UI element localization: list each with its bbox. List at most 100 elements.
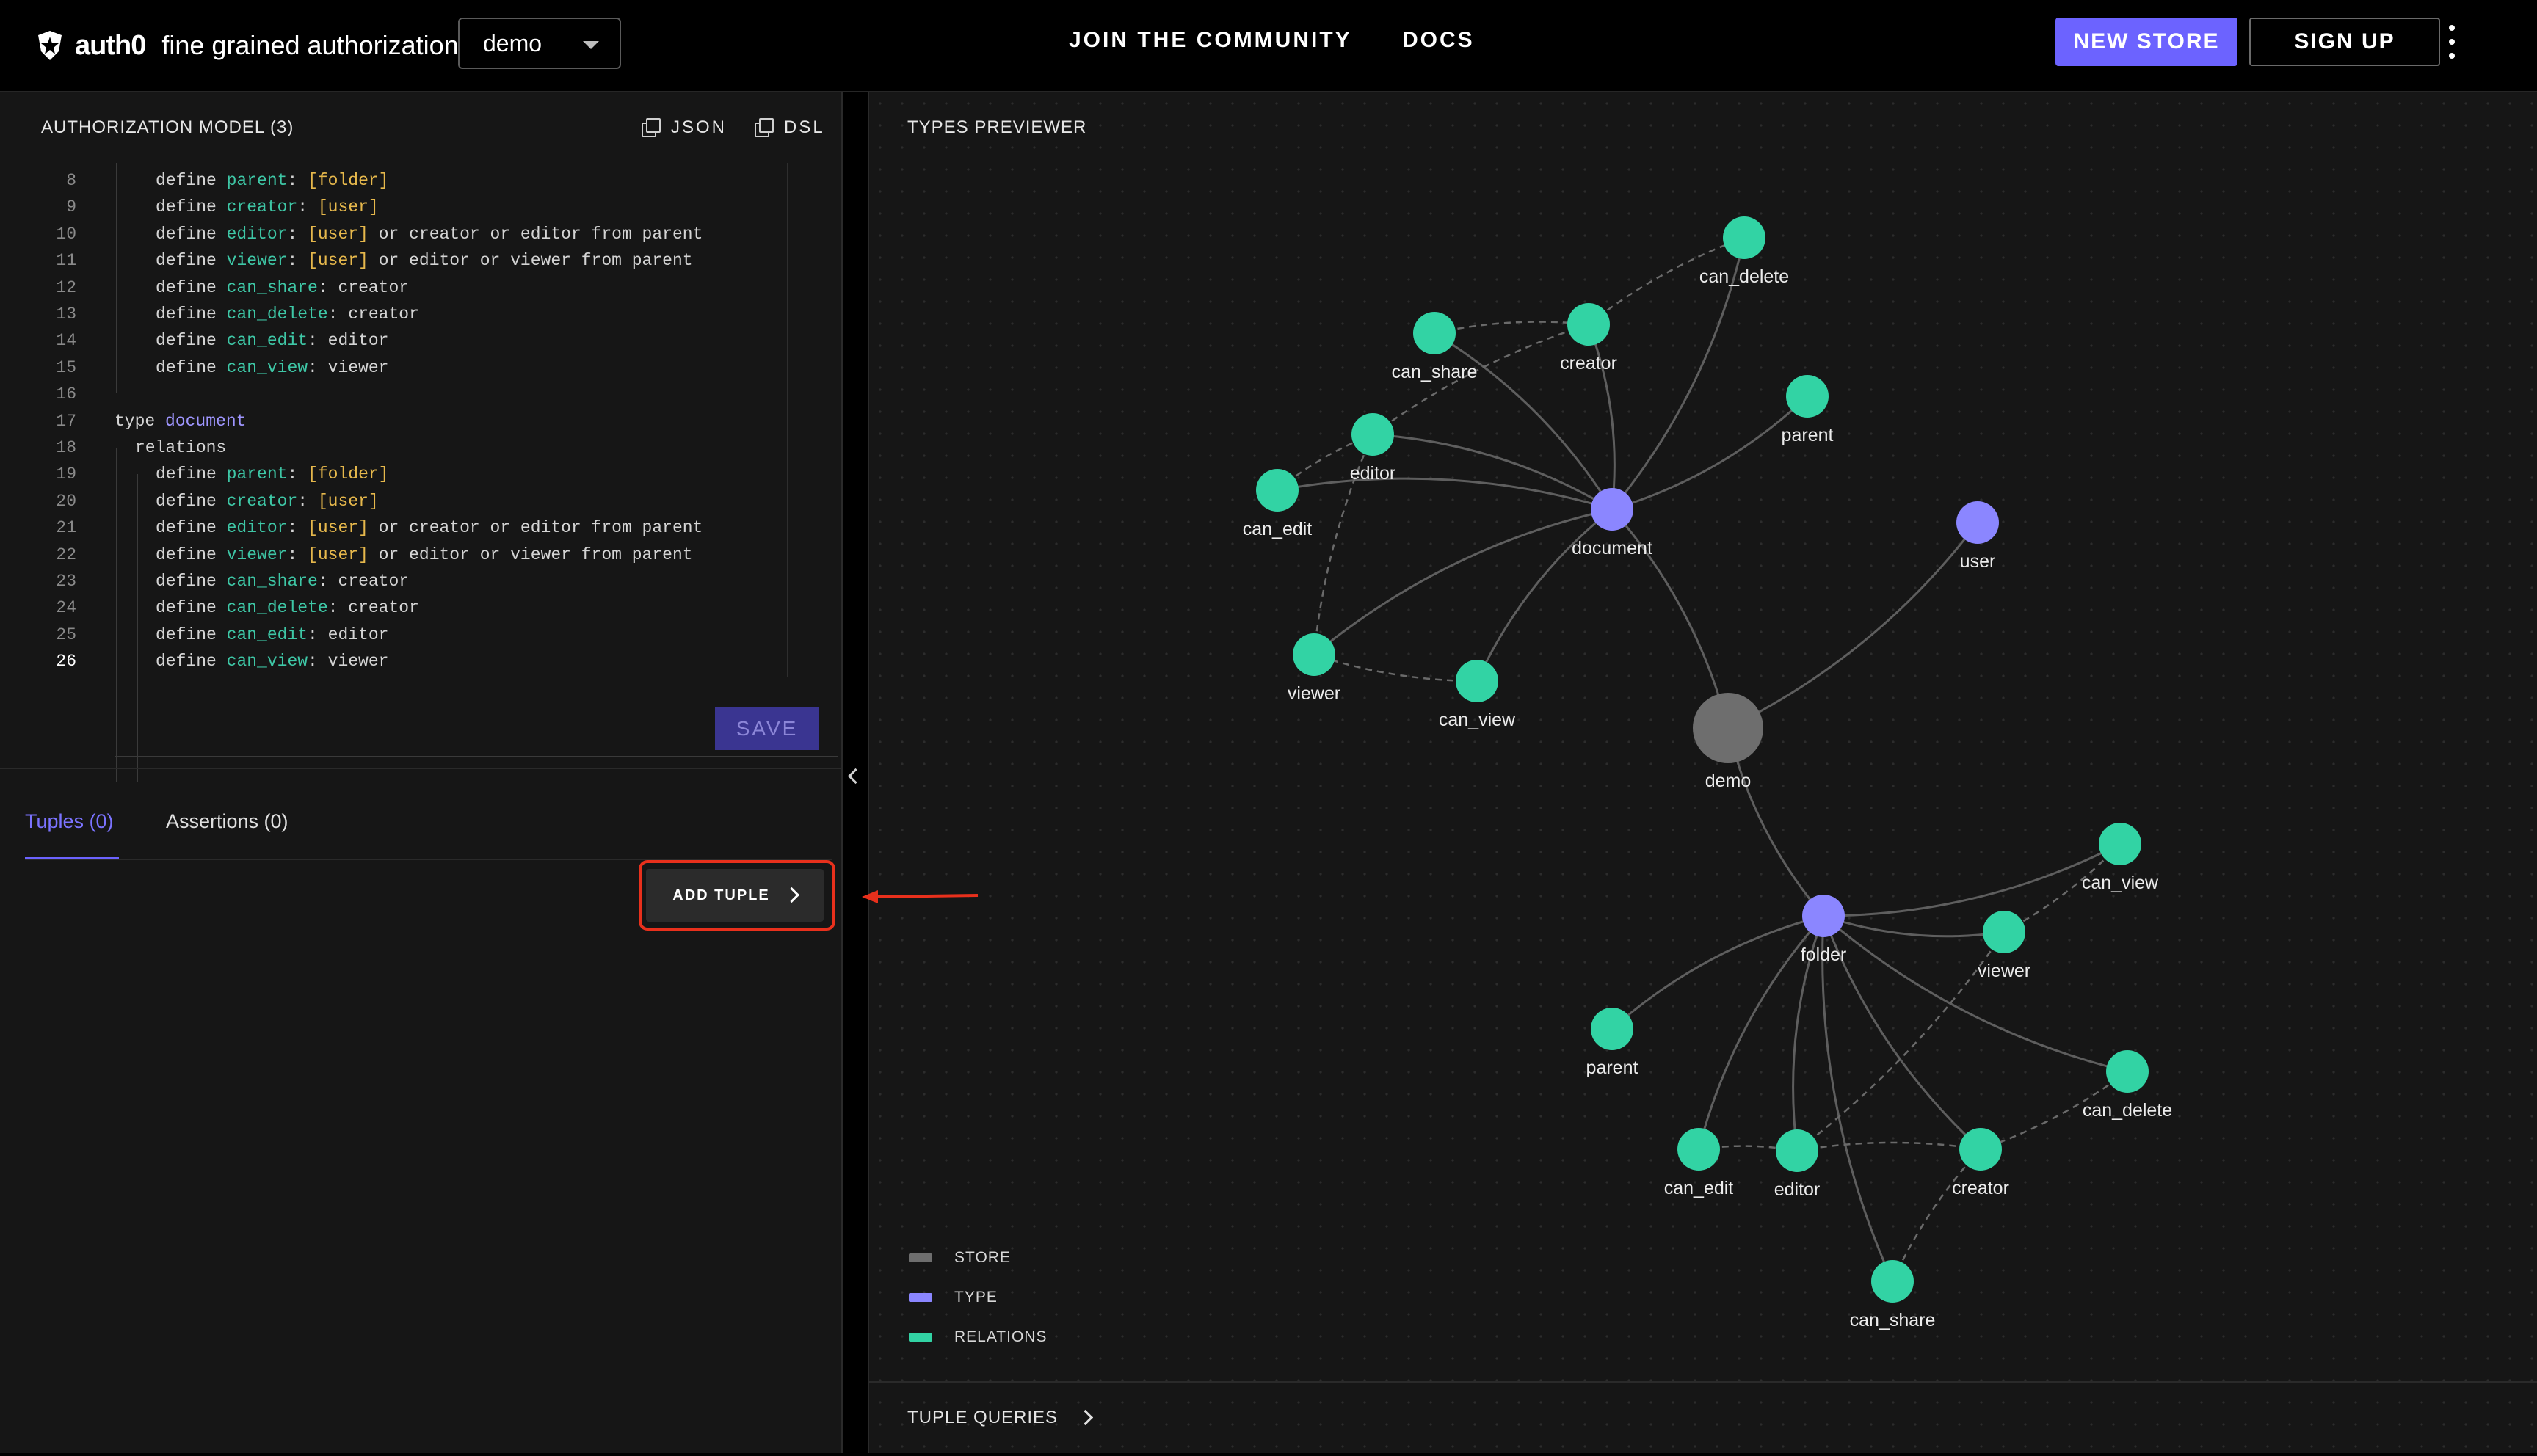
save-button[interactable]: SAVE <box>715 707 819 750</box>
graph-node-d-viewer[interactable]: viewer <box>1288 633 1340 704</box>
more-menu-icon[interactable] <box>2442 25 2462 59</box>
graph-edge <box>1611 914 1824 1030</box>
graph-node-circle <box>1591 488 1633 531</box>
graph-node-label: editor <box>1774 1179 1821 1200</box>
line-number: 25 <box>56 625 76 644</box>
code-text: define parent: [folder] <box>156 465 389 484</box>
graph-node-f-can-share[interactable]: can_share <box>1850 1260 1936 1331</box>
graph-node-folder[interactable]: folder <box>1801 895 1847 965</box>
graph-edge-dashed <box>1372 323 1589 436</box>
graph-edge <box>1822 915 1982 1151</box>
graph-node-label: editor <box>1350 463 1396 484</box>
add-tuple-label: ADD TUPLE <box>672 887 770 903</box>
graph-node-f-can-delete[interactable]: can_delete <box>2083 1050 2172 1121</box>
line-number: 12 <box>56 277 76 297</box>
types-graph[interactable]: demodocumentuserfoldercan_deletecreatorc… <box>869 92 2537 1453</box>
graph-node-label: can_edit <box>1243 519 1313 539</box>
line-number: 26 <box>56 652 76 671</box>
store-select[interactable]: demo <box>458 18 621 69</box>
graph-edge <box>1476 508 1613 682</box>
caret-down-icon <box>583 41 599 49</box>
graph-node-circle <box>1693 693 1763 763</box>
code-text: define editor: [user] or creator or edit… <box>156 518 703 538</box>
graph-node-d-parent[interactable]: parent <box>1782 375 1834 445</box>
tab-assertions[interactable]: Assertions (0) <box>166 810 288 832</box>
graph-node-d-can-delete[interactable]: can_delete <box>1699 216 1789 287</box>
editor-scrollbar[interactable] <box>787 163 788 677</box>
line-number: 19 <box>56 465 76 484</box>
graph-node-circle <box>1591 1008 1633 1050</box>
graph-node-label: can_delete <box>1699 266 1789 287</box>
code-text: define can_share: creator <box>156 572 410 591</box>
line-number: 9 <box>66 197 76 217</box>
chevron-right-icon <box>1077 1409 1094 1425</box>
nav-join-community[interactable]: JOIN THE COMMUNITY <box>1069 28 1352 52</box>
graph-edge <box>1611 237 1746 510</box>
authorization-model-title: AUTHORIZATION MODEL (3) <box>41 117 294 137</box>
graph-node-label: creator <box>1560 353 1617 374</box>
store-select-value: demo <box>483 29 542 57</box>
collapse-panel-icon[interactable] <box>846 765 860 788</box>
left-panel: AUTHORIZATION MODEL (3) JSON DSL 8 define… <box>0 92 843 1453</box>
graph-node-label: folder <box>1801 944 1847 965</box>
graph-node-f-can-edit[interactable]: can_edit <box>1664 1128 1734 1198</box>
graph-node-label: can_view <box>1439 710 1516 730</box>
brand[interactable]: auth0 fine grained authorization <box>35 25 459 66</box>
graph-node-d-can-share[interactable]: can_share <box>1392 312 1478 382</box>
graph-node-circle <box>1413 312 1456 354</box>
line-number: 21 <box>56 518 76 538</box>
graph-node-user[interactable]: user <box>1956 501 1999 572</box>
active-tab-indicator <box>25 857 119 859</box>
graph-edge <box>1823 914 2005 938</box>
graph-node-f-parent[interactable]: parent <box>1586 1008 1638 1078</box>
copy-icon <box>642 118 661 137</box>
divider <box>0 768 841 769</box>
graph-edge <box>1823 914 2128 1073</box>
highlight-annotation <box>639 860 835 931</box>
graph-node-demo[interactable]: demo <box>1693 693 1763 791</box>
auth0-logo-icon <box>38 31 62 60</box>
graph-edge <box>1727 522 1979 729</box>
code-text: define can_delete: creator <box>156 598 419 618</box>
graph-node-f-editor[interactable]: editor <box>1774 1129 1821 1200</box>
graph-edge-dashed <box>1434 321 1589 335</box>
sign-up-button[interactable]: SIGN UP <box>2249 18 2440 66</box>
graph-node-circle <box>1256 469 1299 512</box>
tuple-queries-label: TUPLE QUERIES <box>907 1408 1059 1427</box>
graph-node-d-editor[interactable]: editor <box>1350 413 1396 484</box>
dsl-format-button[interactable]: DSL <box>755 117 825 138</box>
line-number: 24 <box>56 598 76 618</box>
graph-edge-dashed <box>1588 236 1745 325</box>
line-number: 17 <box>56 411 76 431</box>
graph-node-f-creator[interactable]: creator <box>1952 1128 2009 1198</box>
graph-node-d-can-edit[interactable]: can_edit <box>1243 469 1313 539</box>
graph-node-doc[interactable]: document <box>1572 488 1652 558</box>
graph-node-circle <box>1351 413 1394 456</box>
graph-edge-dashed <box>1796 931 2006 1151</box>
new-store-button[interactable]: NEW STORE <box>2055 18 2237 66</box>
legend-type-swatch <box>909 1293 932 1302</box>
json-format-button[interactable]: JSON <box>642 117 727 138</box>
line-number: 8 <box>66 171 76 190</box>
code-text: define can_edit: editor <box>156 625 389 644</box>
graph-node-circle <box>1786 375 1829 418</box>
line-number: 23 <box>56 572 76 591</box>
graph-edge-dashed <box>1796 1141 1981 1152</box>
graph-node-d-can-view[interactable]: can_view <box>1439 660 1516 730</box>
tuple-queries-toggle[interactable]: TUPLE QUERIES <box>907 1408 1094 1428</box>
code-text: define can_view: viewer <box>156 357 389 377</box>
graph-node-d-creator[interactable]: creator <box>1560 303 1617 374</box>
graph-node-f-viewer[interactable]: viewer <box>1978 911 2030 981</box>
graph-node-f-can-view[interactable]: can_view <box>2082 823 2159 893</box>
divider <box>869 1381 2537 1383</box>
tab-tuples[interactable]: Tuples (0) <box>25 810 114 832</box>
brand-subtitle: fine grained authorization <box>161 30 459 60</box>
graph-node-circle <box>1802 895 1845 937</box>
add-tuple-button[interactable]: ADD TUPLE <box>646 869 824 922</box>
graph-node-circle <box>1871 1260 1914 1303</box>
legend-store-swatch <box>909 1253 932 1262</box>
annotation-arrow-icon <box>862 890 979 903</box>
nav-docs[interactable]: DOCS <box>1402 28 1475 52</box>
graph-edge <box>1313 508 1613 656</box>
